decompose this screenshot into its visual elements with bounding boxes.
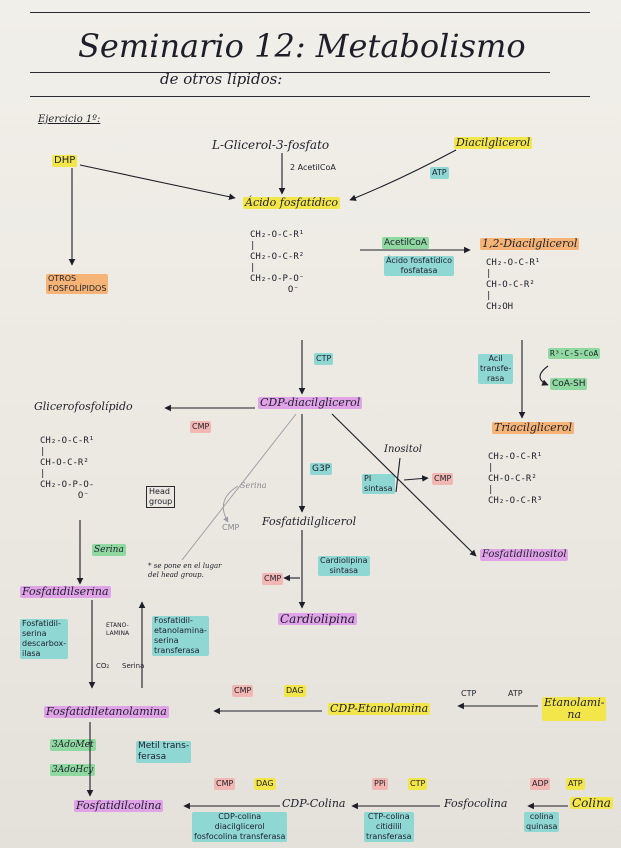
dag-cofactor-2: DAG (254, 778, 276, 790)
ctp-cofactor-3: CTP (408, 778, 428, 790)
cdp-colina-transferasa-enzyme: CDP-colina diacilglicerol fosfocolina tr… (192, 812, 288, 842)
serina-cofactor-mid: Serina (122, 662, 145, 670)
arrow-pisintasa-to-cmp (403, 475, 429, 482)
ps-descarboxilasa-enzyme: Fosfatidil- serina descarbox- ilasa (20, 619, 69, 659)
diacilglicerol-top-node: Diacilglicerol (454, 136, 533, 149)
page-title: Seminario 12: Metabolismo (78, 27, 526, 65)
adomet-cofactor: 3AdoMet (50, 739, 96, 751)
page-subtitle: de otros lípidos: (160, 70, 283, 88)
colina-node: Colina (570, 796, 613, 810)
fosfatidilglicerol-node: Fosfatidilglicerol (262, 515, 357, 528)
adp-product: ADP (530, 778, 551, 790)
fosfatidilserina-node: Fosfatidilserina (20, 585, 111, 598)
pencil-arrow-serina (222, 485, 239, 523)
acido-fosfatidico-node: Ácido fosfatídico (243, 196, 341, 209)
colina-quinasa-enzyme: colina quinasa (524, 812, 560, 832)
diacilglicerol-12-node: 1,2-Diacilglicerol (480, 237, 580, 250)
diacilglicerol-structure: CH₂-O-C-R¹ | CH-O-C-R² | CH₂OH (486, 258, 541, 312)
etanolamina-cofactor-mid: ETANO- LAMINA (106, 622, 130, 637)
ctp-cofactor: CTP (314, 353, 334, 365)
cdp-diacilglicerol-node: CDP-diacilglicerol (258, 396, 363, 409)
inositol-node: Inositol (384, 444, 422, 455)
acetilcoa-cofactor-2: AcetilCoA (382, 237, 429, 249)
serina-cofactor: Serina (92, 544, 126, 556)
dag-cofactor-1: DAG (284, 685, 306, 697)
ppi-product: PPi (372, 778, 388, 790)
g3p-cofactor: G3P (310, 463, 333, 475)
adohcy-product: 3AdoHcy (50, 764, 96, 776)
acido-fosfatidico-structure: CH₂-O-C-R¹ | CH₂-O-C-R² | CH₂-O-P-O⁻ O⁻ (250, 230, 305, 295)
acetilcoa-cofactor: 2 AcetilCoA (290, 163, 336, 172)
acil-transferasa-enzyme: Acil transfe- rasa (478, 354, 514, 384)
ctp-cofactor-2: CTP (461, 689, 477, 698)
cardiolipina-node: Cardiolipina (278, 612, 357, 626)
pe-serina-transferasa-enzyme: Fosfatidil- etanolamina- serina transfer… (152, 616, 209, 656)
pencil-line (181, 413, 297, 561)
etanolamina-node: Etanolami- na (542, 696, 607, 721)
fosfatidilinositol-node: Fosfatidilinositol (480, 549, 569, 561)
ruled-line (30, 12, 590, 13)
fosfatidiletanolamina-node: Fosfatidiletanolamina (44, 705, 169, 718)
arrow-acylcoa-to-coash (539, 365, 549, 386)
glicerofosfolipido-structure: CH₂-O-C-R¹ | CH-O-C-R² | CH₂-O-P-O- O⁻ (40, 436, 95, 501)
coa-sh-product: CoA-SH (550, 378, 588, 390)
cmp-product-6: CMP (214, 778, 236, 790)
co2-product: CO₂ (96, 662, 110, 670)
cmp-product-1: CMP (190, 421, 212, 433)
cdp-etanolamina-node: CDP-Etanolamina (328, 702, 431, 715)
cdp-colina-node: CDP-Colina (282, 797, 346, 810)
triacilglicerol-node: Triacilglicerol (492, 421, 575, 434)
dhp-node: DHP (52, 155, 78, 167)
serina-pencil-label: Serina (240, 481, 267, 490)
acyl-coa-structure: R³-C-S-CoA (548, 348, 601, 359)
cardiolipina-sintasa-enzyme: Cardiolipina sintasa (318, 556, 370, 576)
cmp-pencil-label: CMP (222, 523, 240, 532)
arrow-dag-to-acido (349, 149, 457, 201)
triacilglicerol-structure: CH₂-O-C-R¹ | CH-O-C-R² | CH₂-O-C-R³ (488, 452, 543, 506)
acido-fosfatidico-fosfatasa-enzyme: Ácido fosfatídico fosfatasa (384, 256, 455, 276)
arrow-dhp-to-acido (79, 164, 236, 200)
cmp-product-4: CMP (262, 573, 284, 585)
glicerofosfolipido-node: Glicerofosfolípido (34, 400, 133, 413)
atp-cofactor: ATP (430, 167, 449, 179)
ctp-colina-transferasa-enzyme: CTP-colina citidilil transferasa (364, 812, 414, 842)
pi-sintasa-enzyme: PI sintasa (362, 474, 395, 494)
head-group-box: Head group (146, 486, 176, 508)
atp-cofactor-3: ATP (566, 778, 585, 790)
exercise-label: Ejercicio 1º: (38, 114, 101, 125)
head-group-note: * se pone en el lugar del head group. (148, 562, 222, 579)
otros-fosfolipidos-node: OTROS FOSFOLÍPIDOS (46, 274, 109, 294)
fosfatidilcolina-node: Fosfatidilcolina (74, 799, 164, 812)
cmp-product-5: CMP (232, 685, 254, 697)
arrow-cdpdag-to-pi (331, 413, 477, 557)
arrow-inositol (395, 457, 401, 493)
metil-transferasa-enzyme: Metil trans- ferasa (136, 741, 192, 763)
glycerol-3-phosphate-node: L-Glicerol-3-fosfato (212, 138, 330, 152)
atp-cofactor-2: ATP (508, 689, 523, 698)
ruled-line (30, 72, 550, 73)
fosfocolina-node: Fosfocolina (444, 797, 508, 810)
ruled-line (30, 96, 590, 97)
cmp-product-2: CMP (432, 473, 454, 485)
